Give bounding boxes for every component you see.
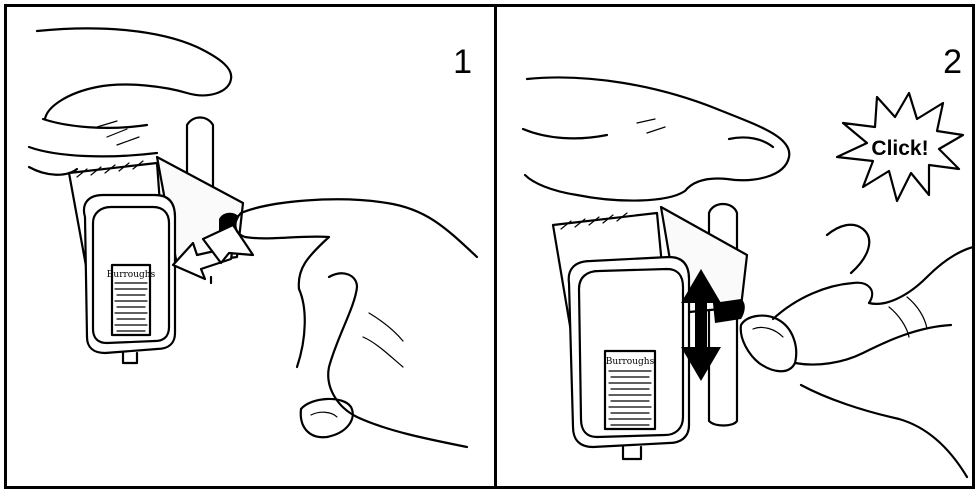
- label-brand: Burroughs: [107, 270, 156, 280]
- label-brand: Burroughs: [606, 357, 655, 367]
- step-1-illustration: Burroughs: [7, 7, 494, 486]
- step-1-panel: 1 Burroughs: [4, 4, 497, 489]
- pointing-hand: [241, 199, 477, 257]
- click-callout-text: Click!: [871, 137, 928, 160]
- pinching-hand: [741, 316, 796, 372]
- upper-hand: [37, 28, 231, 119]
- step-2-illustration: Click! Burroughs: [497, 7, 972, 486]
- thumb: [301, 399, 353, 437]
- step-2-panel: 2 Click! Burroughs: [494, 4, 975, 489]
